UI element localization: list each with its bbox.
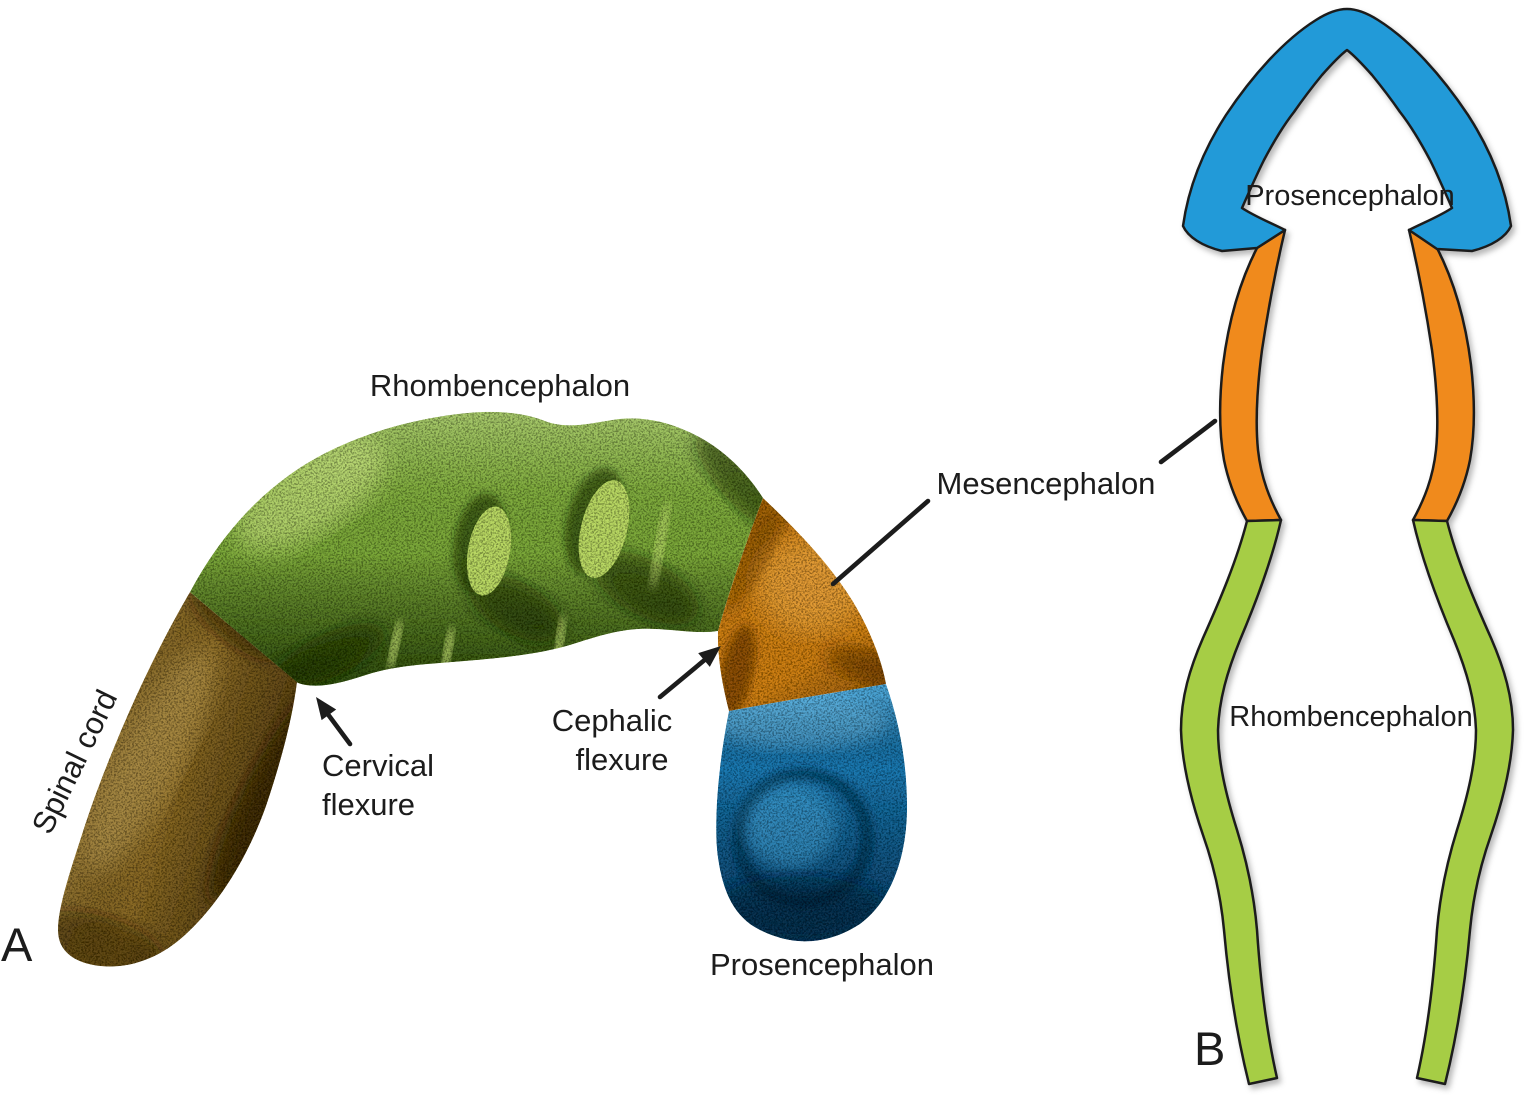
rhombencephalon-label-b: Rhombencephalon xyxy=(1229,701,1472,733)
cervical-flexure-arrowhead xyxy=(316,697,337,721)
panel-b-neural-tube xyxy=(1179,7,1515,1086)
otic-bump-left xyxy=(466,506,512,596)
cephalic-flexure-arrowhead xyxy=(698,646,721,667)
mesencephalon-leader-left xyxy=(830,498,931,587)
cervical-flexure-label-line2: flexure xyxy=(322,787,415,822)
cephalic-flexure-arrow xyxy=(657,655,710,700)
cervical-flexure-label-line1: Cervical xyxy=(322,748,434,783)
mesencephalon-label: Mesencephalon xyxy=(937,466,1156,501)
otic-bump-right xyxy=(578,480,630,578)
prosencephalon-cap-b xyxy=(1181,7,1513,253)
prosencephalon-label-b: Prosencephalon xyxy=(1245,180,1455,212)
cephalic-flexure-label-line2: flexure xyxy=(575,742,668,777)
cervical-flexure-arrow xyxy=(324,710,353,747)
prosencephalon-label-a: Prosencephalon xyxy=(710,947,934,982)
rhombencephalon-label-a: Rhombencephalon xyxy=(370,368,630,403)
cephalic-flexure-label-line1: Cephalic xyxy=(552,703,673,738)
rhombencephalon-band-left-b xyxy=(1179,518,1283,1086)
mesencephalon-band-right-b xyxy=(1407,228,1476,523)
rhombencephalon-band-right-b xyxy=(1411,518,1515,1086)
panel-b-letter: B xyxy=(1194,1022,1225,1075)
mesencephalon-leader-right xyxy=(1158,418,1218,465)
panel-a-embryo xyxy=(58,411,908,967)
panel-a-letter: A xyxy=(1,918,33,971)
mesencephalon-band-left-b xyxy=(1218,228,1287,523)
